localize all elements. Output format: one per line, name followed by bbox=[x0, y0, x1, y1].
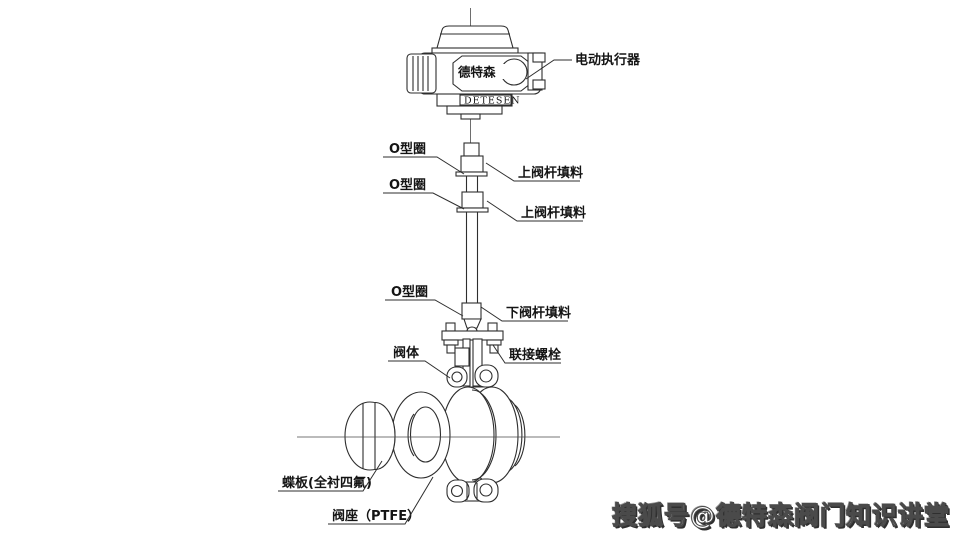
callout-o-ring-1: O型圈 bbox=[383, 141, 465, 175]
callout-actuator: 电动执行器 bbox=[525, 52, 641, 80]
label-o-ring-1: O型圈 bbox=[389, 141, 426, 157]
actuator-brand-en: DETESEN bbox=[464, 96, 521, 107]
label-upper-stem-packing-1: 上阀杆填料 bbox=[518, 165, 583, 181]
label-o-ring-3: O型圈 bbox=[391, 284, 428, 300]
label-butterfly-plate: 蝶板(全衬四氟) bbox=[282, 475, 372, 491]
callout-o-ring-3: O型圈 bbox=[385, 284, 464, 317]
callout-connecting-bolt: 联接螺栓 bbox=[492, 344, 561, 364]
callout-upper-stem-packing-1: 上阀杆填料 bbox=[485, 162, 583, 182]
sohu-watermark: 搜狐号@德特森阀门知识讲堂 bbox=[611, 501, 950, 531]
flange-drawing bbox=[441, 322, 504, 354]
callouts: 电动执行器 O型圈 上阀杆填料 O型圈 上阀杆填料 O型圈 下阀杆填料 阀体 bbox=[278, 52, 641, 525]
label-o-ring-2: O型圈 bbox=[389, 177, 426, 193]
label-valve-body: 阀体 bbox=[393, 345, 420, 361]
actuator-drawing: 德特森 DETESEN bbox=[406, 25, 546, 120]
label-connecting-bolt: 联接螺栓 bbox=[509, 347, 561, 363]
valve-body-drawing bbox=[344, 338, 526, 503]
callout-upper-stem-packing-2: 上阀杆填料 bbox=[486, 200, 586, 222]
callout-butterfly-plate: 蝶板(全衬四氟) bbox=[278, 460, 383, 492]
callout-valve-seat: 阀座（PTFE） bbox=[328, 476, 434, 525]
callout-valve-body: 阀体 bbox=[388, 345, 451, 379]
actuator-brand-cn: 德特森 bbox=[458, 65, 496, 80]
label-actuator: 电动执行器 bbox=[575, 52, 641, 68]
label-upper-stem-packing-2: 上阀杆填料 bbox=[521, 205, 586, 221]
callout-lower-stem-packing: 下阀杆填料 bbox=[480, 305, 571, 322]
label-lower-stem-packing: 下阀杆填料 bbox=[506, 305, 571, 321]
callout-o-ring-2: O型圈 bbox=[383, 177, 465, 210]
label-valve-seat: 阀座（PTFE） bbox=[332, 508, 420, 524]
